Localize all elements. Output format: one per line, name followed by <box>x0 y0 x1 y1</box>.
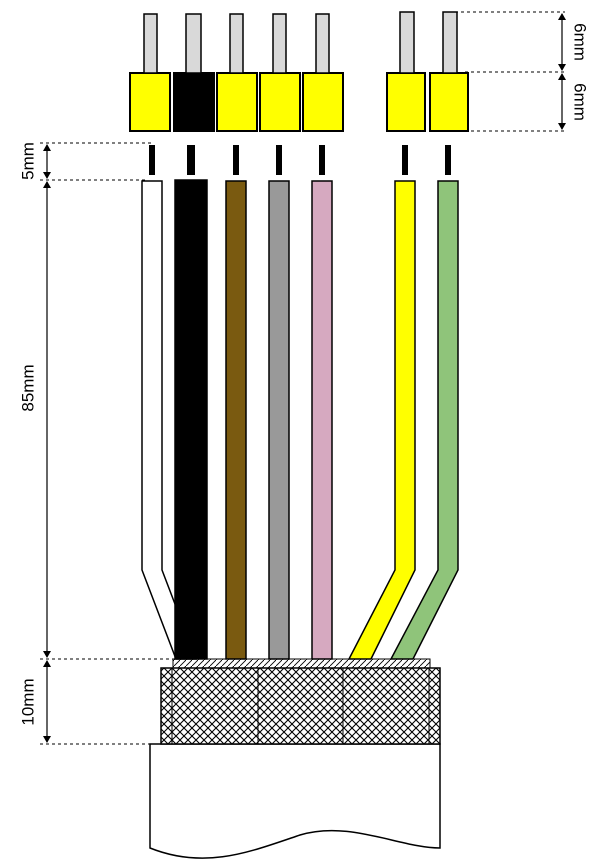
pin <box>442 11 458 74</box>
pin <box>399 11 415 74</box>
strand <box>187 145 195 175</box>
pin <box>143 13 158 74</box>
wire-brown <box>225 180 247 660</box>
strand <box>319 145 325 175</box>
strand <box>445 145 451 175</box>
wire-length-label: 85mm <box>18 364 37 411</box>
ferrule-pink-wire <box>302 72 344 132</box>
pin-length-label: 6mm <box>571 23 590 61</box>
ferrule-length-label: 6mm <box>571 83 590 121</box>
braid-shield <box>160 667 441 745</box>
pin <box>272 13 287 74</box>
pin <box>315 13 330 74</box>
strand <box>276 145 282 175</box>
strand <box>402 145 408 175</box>
wire-green <box>389 180 459 660</box>
braid-length-label: 10mm <box>18 678 37 725</box>
dimension-lines <box>43 13 566 743</box>
cable-jacket <box>149 743 441 859</box>
pin <box>185 13 202 74</box>
ferrule-black-wire <box>173 72 215 132</box>
strand <box>233 145 239 175</box>
ferrule-yellow-wire <box>386 72 426 132</box>
wire-pink <box>311 180 333 660</box>
pin <box>229 13 244 74</box>
wire-grey <box>268 180 290 660</box>
wire-yellow <box>347 180 416 660</box>
ferrule-grey-wire <box>259 72 301 132</box>
ferrule-brown-wire <box>216 72 258 132</box>
ferrule-white-wire <box>129 72 171 132</box>
ferrule-green-wire <box>429 72 469 132</box>
extension-lines <box>40 11 565 745</box>
gap-length-label: 5mm <box>18 142 37 180</box>
strand <box>149 145 155 175</box>
wire-black <box>174 179 208 660</box>
